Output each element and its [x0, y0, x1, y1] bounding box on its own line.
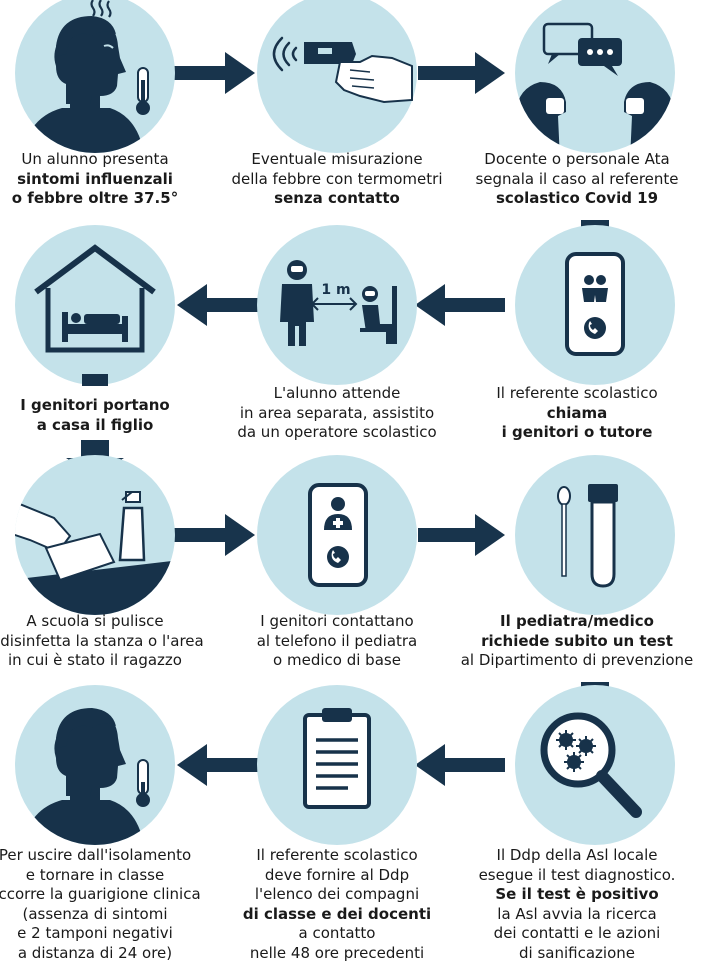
caption-line: al Dipartimento di prevenzione — [460, 651, 694, 669]
distancing-icon: 1 m — [257, 225, 417, 385]
arrow-right-1 — [172, 52, 255, 94]
caption-line: nelle 48 ore precedenti — [249, 943, 425, 962]
caption-line: al telefono il pediatra — [256, 631, 418, 650]
caption-line: o medico di base — [273, 651, 401, 669]
caption-line: Un alunno presenta — [21, 150, 169, 168]
caption-line: chiama — [546, 403, 608, 422]
caption-line: i genitori o tutore — [501, 423, 653, 441]
caption-line: a distanza di 24 ore) — [17, 943, 173, 962]
arrow-right-3 — [172, 514, 255, 556]
arrow-left-3 — [415, 744, 505, 786]
arrow-right-2 — [418, 52, 505, 94]
test-swab-icon — [515, 455, 675, 615]
caption-line: Il referente scolastico — [496, 384, 658, 402]
recovered-student-icon — [15, 685, 175, 845]
caption-line: Docente o personale Ata — [484, 150, 670, 168]
caption-line: o febbre oltre 37.5° — [11, 189, 179, 207]
arrow-left-1 — [415, 284, 505, 326]
doctor-phone-icon — [257, 455, 417, 615]
phone-call-icon — [515, 225, 675, 385]
caption-line: in cui è stato il ragazzo — [8, 651, 182, 669]
caption-line: e tornare in classe — [25, 865, 165, 884]
cleaning-icon — [15, 455, 175, 615]
caption-line: Il pediatra/medico — [500, 612, 654, 630]
caption-line: a contatto — [298, 924, 376, 942]
caption-line: della febbre con termometri — [231, 169, 443, 188]
caption-line: I genitori portano — [20, 396, 170, 414]
caption-line: occorre la guarigione clinica — [0, 885, 201, 903]
caption-line: dei contatti e le azioni — [493, 924, 661, 942]
caption-line: di classe e dei docenti — [242, 904, 432, 923]
clipboard-list-icon — [257, 685, 417, 845]
caption-line: e 2 tamponi negativi — [17, 924, 173, 942]
sick-student-icon — [15, 0, 175, 153]
caption-line: in area separata, assistito — [239, 403, 435, 422]
caption-line: a casa il figlio — [36, 415, 154, 434]
caption-line: richiede subito un test — [481, 631, 673, 650]
virus-magnifier-icon — [515, 685, 675, 845]
arrow-right-4 — [418, 514, 505, 556]
caption-line: Il referente scolastico — [256, 846, 418, 864]
caption-line: Se il test è positivo — [495, 885, 659, 903]
arrow-left-4 — [177, 744, 262, 786]
caption-line: L'alunno attende — [273, 384, 401, 402]
caption-line: Il Ddp della Asl locale — [496, 846, 658, 864]
caption-line: di sanificazione — [519, 943, 635, 962]
caption-line: Per uscire dall'isolamento — [0, 846, 192, 864]
thermometer-gun-icon — [257, 0, 417, 153]
caption-line: e disinfetta la stanza o l'area — [0, 631, 204, 650]
caption-line: deve fornire al Ddp — [264, 865, 410, 884]
caption-line: Eventuale misurazione — [251, 150, 423, 168]
caption-line: sintomi influenzali — [17, 169, 173, 188]
caption-line: esegue il test diagnostico. — [478, 865, 676, 884]
distance-label: 1 m — [321, 282, 350, 298]
caption-line: (assenza di sintomi — [22, 904, 168, 923]
caption-line: senza contatto — [274, 189, 400, 207]
caption-line: da un operatore scolastico — [237, 423, 437, 441]
caption-line: scolastico Covid 19 — [495, 189, 659, 207]
caption-line: segnala il caso al referente — [475, 169, 679, 188]
staff-conversation-icon — [515, 0, 675, 153]
caption-line: l'elenco dei compagni — [254, 885, 420, 903]
home-bed-icon — [15, 225, 175, 386]
caption-line: I genitori contattano — [260, 612, 414, 630]
arrow-left-2 — [177, 284, 262, 326]
caption-line: A scuola si pulisce — [26, 612, 164, 630]
caption-line: la Asl avvia la ricerca — [497, 904, 657, 923]
